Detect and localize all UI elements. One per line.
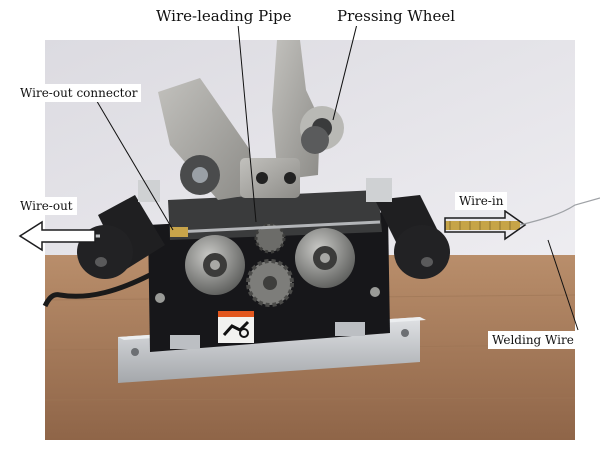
welding-wire bbox=[519, 197, 600, 226]
wire-leading-pipe bbox=[174, 220, 381, 234]
drive-roller-right bbox=[295, 228, 355, 288]
label-wire-leading-pipe: Wire-leading Pipe bbox=[152, 7, 296, 26]
power-cable bbox=[42, 272, 152, 308]
leader-line-pressing-wheel bbox=[332, 23, 358, 121]
label-pressing-wheel: Pressing Wheel bbox=[333, 7, 459, 26]
leader-line-welding-wire bbox=[547, 239, 579, 331]
wire-out-connector bbox=[170, 227, 188, 237]
center-drive-gear bbox=[246, 259, 294, 307]
label-wire-out: Wire-out bbox=[16, 197, 77, 215]
label-welding-wire: Welding Wire bbox=[488, 331, 578, 349]
drive-roller-left bbox=[185, 235, 245, 295]
wire-out-arrow bbox=[18, 220, 96, 252]
wire-in-arrow bbox=[444, 209, 527, 241]
label-wire-out-connector: Wire-out connector bbox=[16, 84, 142, 102]
right-tension-knob bbox=[375, 195, 450, 279]
leader-line-wire-out-connector bbox=[94, 97, 174, 231]
upper-gear bbox=[254, 222, 286, 254]
pressing-wheel bbox=[301, 126, 329, 154]
hand-in-gears-warning-icon bbox=[218, 311, 254, 343]
pressing-arm-left bbox=[158, 78, 250, 200]
label-wire-in: Wire-in bbox=[455, 192, 508, 210]
leader-line-wire-leading-pipe bbox=[237, 23, 257, 223]
wire-in-threaded-inlet bbox=[445, 221, 520, 230]
